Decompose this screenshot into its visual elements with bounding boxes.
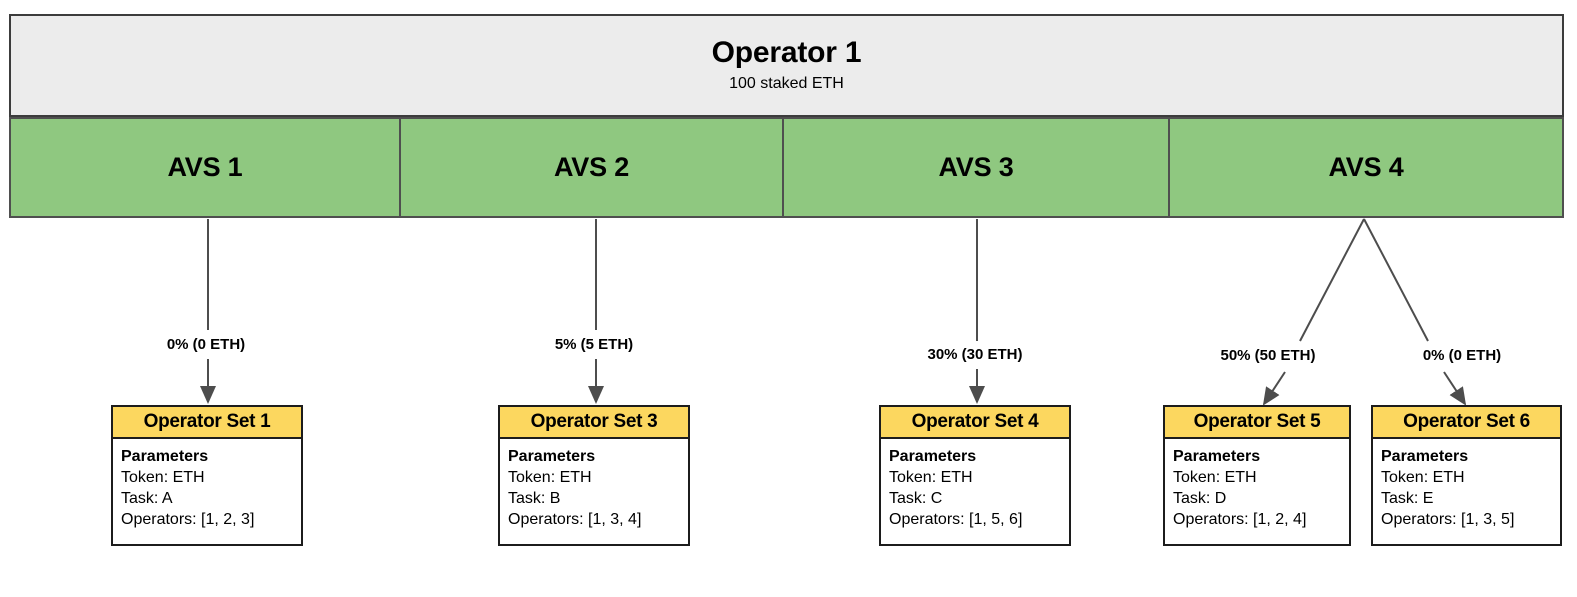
operator-set-body-5: Parameters Token: ETH Task: D Operators:… [1165, 439, 1349, 538]
token-value-1: Token: ETH [121, 469, 205, 487]
edge-avs4-to-opset5-upper [1299, 218, 1365, 342]
avs-label-4: AVS 4 [1328, 152, 1404, 182]
operator-set-card-6[interactable]: Operator Set 6 Parameters Token: ETH Tas… [1371, 405, 1562, 546]
avs-label-1: AVS 1 [167, 152, 243, 182]
operator-set-header-5: Operator Set 5 [1165, 407, 1349, 439]
edge-avs4-to-opset6-lower [1443, 371, 1467, 406]
operator-set-card-5[interactable]: Operator Set 5 Parameters Token: ETH Tas… [1163, 405, 1351, 546]
token-value-4: Token: ETH [889, 469, 973, 487]
edge-label-avs4-right: 0% (0 ETH) [1419, 347, 1505, 365]
operator-set-title-3: Operator Set 3 [530, 411, 658, 432]
operator-set-card-4[interactable]: Operator Set 4 Parameters Token: ETH Tas… [879, 405, 1071, 546]
operator-set-card-1[interactable]: Operator Set 1 Parameters Token: ETH Tas… [111, 405, 303, 546]
parameters-label-6: Parameters [1381, 448, 1469, 465]
avs-label-2: AVS 2 [553, 152, 630, 182]
edge-label-avs1: 0% (0 ETH) [163, 336, 249, 354]
operator-set-title-5: Operator Set 5 [1193, 411, 1321, 432]
operator-set-card-3[interactable]: Operator Set 3 Parameters Token: ETH Tas… [498, 405, 690, 546]
avs-cell-2[interactable]: AVS 2 [398, 117, 785, 218]
parameters-label-3: Parameters [508, 448, 596, 465]
operator-stake-label: 100 staked ETH [729, 75, 844, 93]
avs-cell-4[interactable]: AVS 4 [1168, 117, 1564, 218]
operator-set-body-1: Parameters Token: ETH Task: A Operators:… [113, 439, 301, 538]
operator-set-body-3: Parameters Token: ETH Task: B Operators:… [500, 439, 688, 538]
task-value-4: Task: C [889, 490, 943, 508]
operator-set-title-1: Operator Set 1 [143, 411, 271, 432]
operator-set-body-6: Parameters Token: ETH Task: E Operators:… [1373, 439, 1560, 538]
operators-value-3: Operators: [1, 3, 4] [508, 511, 642, 529]
task-value-5: Task: D [1173, 490, 1227, 508]
operators-value-5: Operators: [1, 2, 4] [1173, 511, 1307, 529]
edge-label-avs2: 5% (5 ETH) [551, 336, 637, 354]
avs-band: AVS 1 AVS 2 AVS 3 AVS 4 [9, 117, 1564, 218]
operator-set-header-4: Operator Set 4 [881, 407, 1069, 439]
parameters-label-1: Parameters [121, 448, 209, 465]
avs-label-3: AVS 3 [938, 152, 1014, 182]
operators-value-1: Operators: [1, 2, 3] [121, 511, 255, 529]
operator-set-body-4: Parameters Token: ETH Task: C Operators:… [881, 439, 1069, 538]
operator-set-header-3: Operator Set 3 [500, 407, 688, 439]
task-value-1: Task: A [121, 490, 173, 508]
avs-cell-3[interactable]: AVS 3 [782, 117, 1171, 218]
edge-label-avs3: 30% (30 ETH) [924, 346, 1026, 364]
task-value-6: Task: E [1381, 490, 1434, 508]
operator-set-title-4: Operator Set 4 [911, 411, 1039, 432]
edge-avs4-to-opset6-upper [1363, 218, 1429, 342]
parameters-label-5: Parameters [1173, 448, 1261, 465]
operator-set-header-1: Operator Set 1 [113, 407, 301, 439]
operator-set-header-6: Operator Set 6 [1373, 407, 1560, 439]
edge-avs4-to-opset5-lower [1262, 371, 1286, 406]
operator-title: Operator 1 [711, 35, 862, 69]
token-value-5: Token: ETH [1173, 469, 1257, 487]
operators-value-4: Operators: [1, 5, 6] [889, 511, 1023, 529]
operators-value-6: Operators: [1, 3, 5] [1381, 511, 1515, 529]
token-value-6: Token: ETH [1381, 469, 1465, 487]
task-value-3: Task: B [508, 490, 561, 508]
token-value-3: Token: ETH [508, 469, 592, 487]
edge-label-avs4-left: 50% (50 ETH) [1217, 347, 1319, 365]
operator-set-title-6: Operator Set 6 [1403, 411, 1530, 432]
parameters-label-4: Parameters [889, 448, 977, 465]
avs-cell-1[interactable]: AVS 1 [9, 117, 401, 218]
operator-bar: Operator 1 100 staked ETH [9, 14, 1564, 117]
